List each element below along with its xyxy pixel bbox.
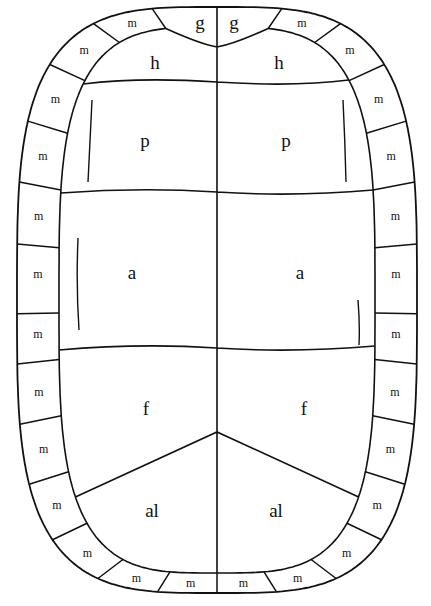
scute-seams — [59, 7, 375, 573]
marginal-label: m — [186, 577, 195, 589]
marginal-label: m — [33, 268, 42, 280]
scute-label: f — [143, 399, 149, 418]
marginal-label: m — [374, 93, 383, 105]
marginal-label: m — [239, 577, 248, 589]
scute-label: g — [229, 13, 239, 32]
scute-label: f — [301, 399, 307, 418]
scute-label: a — [296, 263, 304, 282]
marginal-label: m — [372, 499, 381, 511]
marginal-label: m — [83, 547, 92, 559]
marginal-label: m — [127, 17, 136, 29]
marginal-label: m — [34, 386, 43, 398]
marginal-label: m — [39, 443, 48, 455]
scute-label: g — [195, 13, 205, 32]
marginal-label: m — [52, 499, 61, 511]
marginal-label: m — [33, 328, 42, 340]
marginal-label: m — [342, 547, 351, 559]
scute-label: h — [150, 53, 160, 72]
scute-label: al — [269, 501, 283, 520]
scute-label: h — [274, 53, 284, 72]
marginal-label: m — [391, 210, 400, 222]
marginal-label: m — [386, 443, 395, 455]
marginal-label: m — [386, 150, 395, 162]
marginal-label: m — [345, 44, 354, 56]
marginal-label: m — [297, 17, 306, 29]
marginal-label: m — [34, 210, 43, 222]
plastron-outline — [17, 7, 417, 593]
scute-label: al — [145, 501, 159, 520]
scute-label: p — [140, 131, 150, 150]
marginal-label: m — [391, 268, 400, 280]
marginal-label: m — [38, 150, 47, 162]
bridge-lines — [77, 100, 359, 345]
marginal-label: m — [391, 328, 400, 340]
marginal-label: m — [80, 44, 89, 56]
marginal-label: m — [293, 572, 302, 584]
marginal-label: m — [132, 572, 141, 584]
scute-label: a — [128, 263, 136, 282]
scute-label: p — [281, 131, 291, 150]
marginal-label: m — [51, 93, 60, 105]
marginal-label: m — [390, 386, 399, 398]
